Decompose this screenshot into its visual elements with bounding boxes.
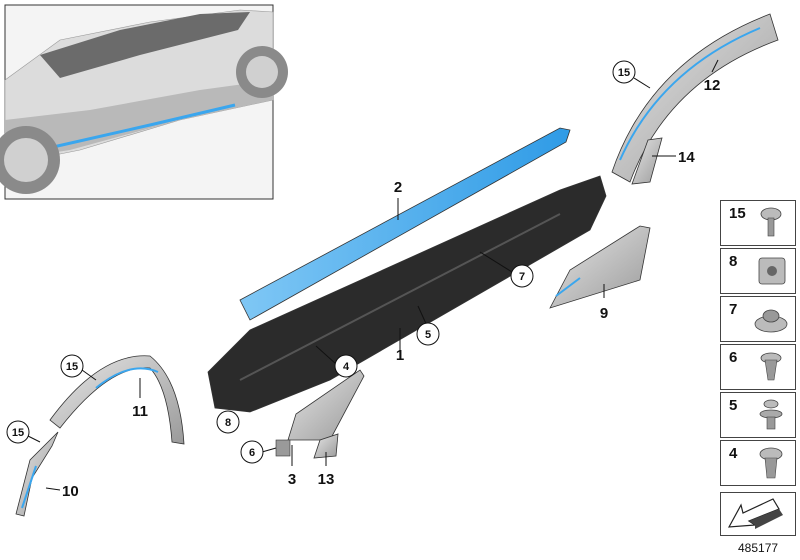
screw-icon [760,207,782,237]
callout-11: 11 [132,403,148,420]
legend-number: 4 [729,445,738,462]
legend-item-4: 4 [720,440,796,486]
legend-item-15: 15 [720,200,796,246]
fastener-legend: 15 8 7 6 5 4 [720,200,798,488]
callout-circle-7: 7 [510,264,534,288]
callout-circle-8: 8 [216,410,240,434]
callout-6: 6 [249,447,255,459]
direction-arrow-icon [727,498,783,529]
callout-4: 4 [343,361,350,373]
part-11-highlight [95,367,159,389]
callout-7: 7 [519,271,525,283]
legend-number: 8 [729,253,738,270]
callout-circle-6: 6 [240,440,264,464]
part-10-trim [15,431,59,517]
callout-5: 5 [425,329,431,341]
callout-circle-15-lower: 15 [6,420,30,444]
callout-15-front: 15 [66,361,78,373]
callout-15-lower: 15 [12,427,24,439]
part-1-detail [239,213,561,381]
part-12-highlight [619,27,761,161]
part-10-highlight [21,465,37,509]
bolt-icon [759,447,783,479]
legend-item-6: 6 [720,344,796,390]
callout-13: 13 [318,471,335,488]
callout-12: 12 [704,77,721,94]
clip-nut-icon [758,257,786,285]
callout-2: 2 [394,179,402,196]
callout-circle-15-front: 15 [60,354,84,378]
callout-10: 10 [62,483,79,500]
legend-number: 15 [729,205,746,222]
callout-3: 3 [288,471,296,488]
callout-1: 1 [396,347,404,364]
callout-8: 8 [225,417,231,429]
part-14-trim [631,137,663,185]
legend-number: 6 [729,349,738,366]
part-12-rear-wheel-arch [611,13,779,183]
clip-icon [759,399,783,430]
document-number: 485177 [738,541,779,555]
expansion-rivet-icon [760,352,782,381]
legend-item-7: 7 [720,296,796,342]
direction-arrow-box [720,492,796,536]
callout-14: 14 [678,149,695,166]
callout-circle-15-rear: 15 [612,60,636,84]
part-2-side-sill-cover [239,127,571,321]
callout-15-rear: 15 [618,67,630,79]
legend-number: 5 [729,397,738,414]
part-9-highlight [555,277,581,297]
leader-lines [27,59,719,491]
part-9-trim-panel [549,225,651,309]
callout-circle-5: 5 [416,322,440,346]
callout-circle-4: 4 [334,354,358,378]
vehicle-inset-image [0,4,288,200]
legend-item-5: 5 [720,392,796,438]
legend-item-8: 8 [720,248,796,294]
callout-9: 9 [600,305,608,322]
legend-number: 7 [729,301,738,318]
part-13-trim-piece [313,433,339,459]
washer-nut-icon [754,309,788,333]
part-6-clip-block [275,439,291,457]
